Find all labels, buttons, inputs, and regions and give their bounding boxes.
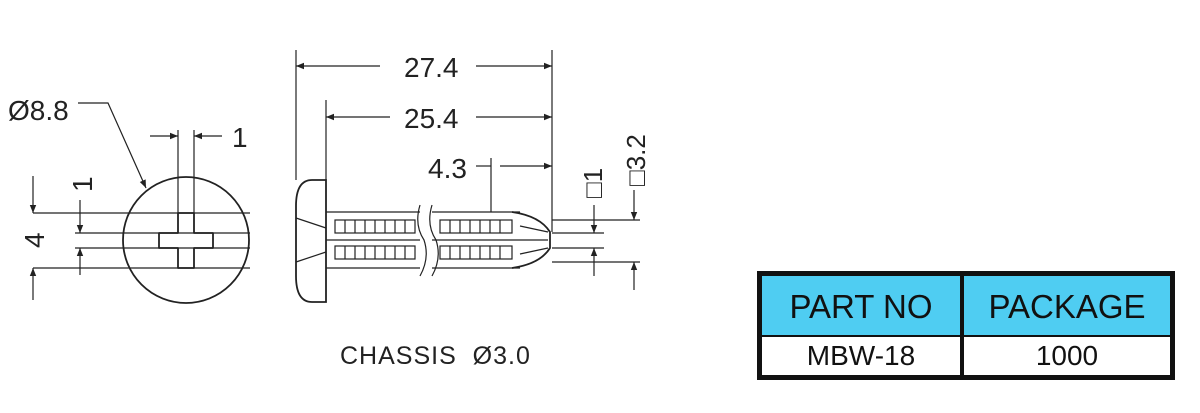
rivet-head — [295, 179, 327, 303]
table-header-package: PACKAGE — [960, 276, 1170, 337]
tip-square-label: □1 — [578, 168, 608, 198]
shank-square-label: □3.2 — [621, 134, 651, 186]
cross-slot-height-label: 1 — [67, 176, 98, 192]
shank-left — [326, 211, 420, 269]
head-diameter-label: Ø8.8 — [8, 95, 69, 126]
tip-length-label: 4.3 — [428, 153, 467, 184]
table-cell-package: 1000 — [960, 337, 1170, 375]
side-view: 27.4 25.4 4.3 □1 □3.2 — [295, 50, 651, 303]
cross-length-label: 4 — [19, 232, 50, 248]
table-header-part-no: PART NO — [762, 276, 960, 337]
overall-length-label: 27.4 — [404, 52, 459, 83]
front-view: Ø8.8 1 4 1 — [8, 95, 250, 304]
spec-table: PART NO PACKAGE MBW-18 1000 — [757, 271, 1175, 380]
shank-length-label: 25.4 — [404, 103, 459, 134]
chassis-caption: CHASSIS Ø3.0 — [340, 342, 531, 370]
shank-right — [432, 211, 551, 269]
table-divider — [762, 335, 1170, 338]
slot-width-label: 1 — [232, 122, 248, 153]
table-cell-part-no: MBW-18 — [762, 337, 960, 375]
